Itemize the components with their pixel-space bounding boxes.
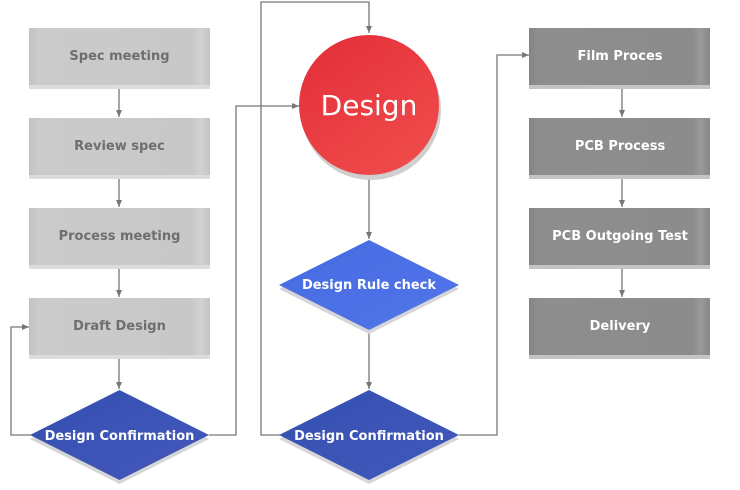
right-column: Film Proces PCB Process PCB Outgoing Tes… — [529, 28, 710, 359]
decision-label: Design Rule check — [302, 278, 436, 293]
connector-confirm-to-film — [459, 52, 529, 436]
decision-label: Design Confirmation — [294, 429, 444, 444]
step-spec-meeting[interactable]: Spec meeting — [29, 28, 210, 89]
step-film-process[interactable]: Film Proces — [529, 28, 710, 89]
decision-design-confirmation-middle[interactable]: Design Confirmation — [279, 390, 459, 484]
step-label: Review spec — [74, 139, 165, 154]
connector-confirm-loop-to-design — [260, 1, 372, 436]
decision-design-confirmation-left[interactable]: Design Confirmation — [30, 390, 209, 484]
step-label: Spec meeting — [69, 49, 169, 64]
step-pcb-process[interactable]: PCB Process — [529, 118, 710, 179]
decision-label: Design Confirmation — [45, 429, 195, 444]
design-node[interactable]: Design — [299, 35, 441, 180]
step-delivery[interactable]: Delivery — [529, 298, 710, 359]
step-review-spec[interactable]: Review spec — [29, 118, 210, 179]
step-pcb-outgoing-test[interactable]: PCB Outgoing Test — [529, 208, 710, 269]
design-label: Design — [321, 89, 418, 122]
step-label: Draft Design — [73, 319, 166, 334]
connector-confirm-loop-to-draft — [10, 324, 31, 436]
step-label: Delivery — [590, 319, 651, 334]
connectors — [10, 1, 625, 436]
step-label: Film Proces — [578, 49, 663, 64]
step-label: Process meeting — [59, 229, 181, 244]
decision-design-rule-check[interactable]: Design Rule check — [279, 240, 459, 334]
step-process-meeting[interactable]: Process meeting — [29, 208, 210, 269]
connector-confirm-to-design — [209, 103, 299, 436]
step-label: PCB Process — [575, 139, 666, 154]
step-label: PCB Outgoing Test — [552, 229, 688, 244]
middle-column: Design Design Rule check Design Confirma… — [279, 35, 459, 484]
left-column: Spec meeting Review spec Process meeting… — [29, 28, 210, 484]
step-draft-design[interactable]: Draft Design — [29, 298, 210, 359]
